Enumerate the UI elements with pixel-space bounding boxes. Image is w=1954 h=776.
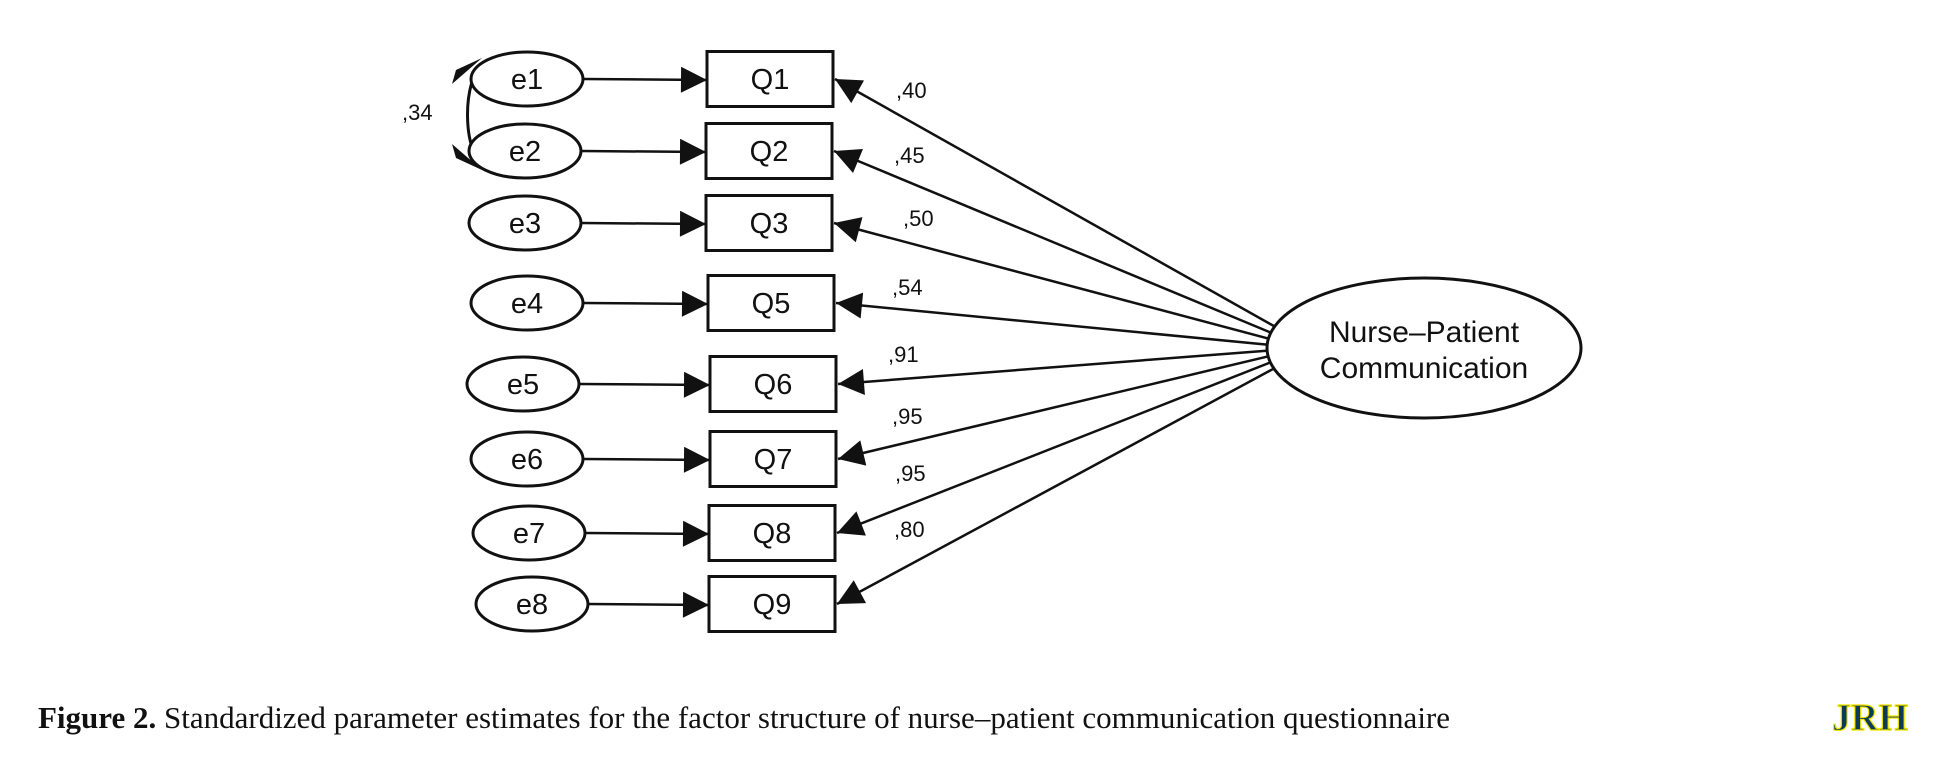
- error-label: e4: [511, 288, 543, 320]
- indicator-Q2: Q2: [704, 122, 834, 180]
- latent-label-line1: Nurse–Patient: [1329, 316, 1520, 349]
- indicator-Q1: Q1: [705, 50, 835, 108]
- indicator-Q8: Q8: [707, 504, 837, 562]
- indicator-Q6: Q6: [708, 355, 838, 413]
- indicator-label: Q6: [754, 369, 793, 401]
- loading-coefficient: ,54: [892, 275, 923, 300]
- covariance-arrowhead-top: [452, 58, 482, 84]
- error-term-e8: e8: [474, 575, 590, 633]
- svg-text:JRH: JRH: [1832, 697, 1908, 738]
- indicator-Q9: Q9: [707, 575, 837, 633]
- indicator-Q7: Q7: [708, 430, 838, 488]
- loading-coefficient: ,40: [896, 78, 927, 103]
- loading-path-arrow: [837, 349, 1269, 395]
- loading-coefficient: ,91: [888, 342, 919, 367]
- nodes-layer: e1 Q1 e2 Q2 e3 Q3 e4 Q5 e5 Q6 e6 Q7 e7 Q8 e8 Q9 Nurse–Pa…: [465, 50, 1583, 633]
- indicator-Q3: Q3: [704, 194, 834, 252]
- indicator-label: Q2: [750, 136, 789, 168]
- error-path-arrow: [587, 591, 710, 618]
- error-path-arrow: [582, 290, 709, 317]
- error-label: e2: [509, 136, 541, 168]
- loading-path-arrow: [833, 148, 1277, 336]
- covariance-coefficient: ,34: [402, 100, 433, 125]
- loading-coefficient: ,95: [895, 461, 926, 486]
- error-label: e1: [511, 64, 543, 96]
- loading-coefficient: ,45: [894, 143, 925, 168]
- error-path-arrow: [580, 210, 707, 237]
- edges-layer: [452, 58, 1283, 618]
- labels-layer: ,40 ,45 ,50 ,54 ,91 ,95 ,95 ,80 ,34: [402, 78, 934, 542]
- loading-coefficient: ,95: [892, 404, 923, 429]
- latent-label-line2: Communication: [1320, 352, 1528, 385]
- error-label: e5: [507, 369, 539, 401]
- indicator-label: Q8: [753, 518, 792, 550]
- error-label: e8: [516, 589, 548, 621]
- error-label: e6: [511, 444, 543, 476]
- indicator-Q5: Q5: [706, 274, 836, 332]
- error-term-e4: e4: [469, 274, 585, 332]
- error-label: e7: [513, 518, 545, 550]
- loading-path-arrow: [836, 359, 1276, 536]
- error-term-e6: e6: [469, 430, 585, 488]
- error-term-e2: e2: [467, 122, 583, 180]
- indicator-label: Q5: [752, 288, 791, 320]
- error-path-arrow: [582, 446, 711, 473]
- loading-coefficient: ,80: [894, 517, 925, 542]
- indicator-label: Q1: [751, 64, 790, 96]
- indicator-label: Q3: [750, 208, 789, 240]
- error-path-arrow: [584, 520, 710, 547]
- loading-path-arrow: [836, 363, 1282, 606]
- indicator-label: Q9: [753, 589, 792, 621]
- error-term-e7: e7: [471, 504, 587, 562]
- figure-caption: Figure 2. Standardized parameter estimat…: [38, 700, 1798, 736]
- jrh-logo: JRH: [1812, 696, 1928, 738]
- sem-path-diagram: e1 Q1 e2 Q2 e3 Q3 e4 Q5 e5 Q6 e6 Q7 e7 Q8 e8 Q9 Nurse–Pa…: [402, 50, 1583, 633]
- loading-path-arrow: [837, 354, 1271, 466]
- loading-path-arrow: [835, 292, 1269, 347]
- caption-label: Figure 2.: [38, 700, 157, 735]
- error-term-e5: e5: [465, 355, 581, 413]
- loading-path-arrow: [833, 217, 1272, 341]
- error-label: e3: [509, 208, 541, 240]
- caption-text: Standardized parameter estimates for the…: [164, 700, 1451, 735]
- loading-coefficient: ,50: [903, 206, 934, 231]
- loading-path-arrow: [834, 77, 1283, 332]
- error-term-e1: e1: [469, 50, 585, 108]
- error-term-e3: e3: [467, 194, 583, 252]
- error-path-arrow: [582, 66, 708, 93]
- error-path-arrow: [580, 138, 707, 165]
- indicator-label: Q7: [754, 444, 793, 476]
- error-path-arrow: [578, 371, 711, 398]
